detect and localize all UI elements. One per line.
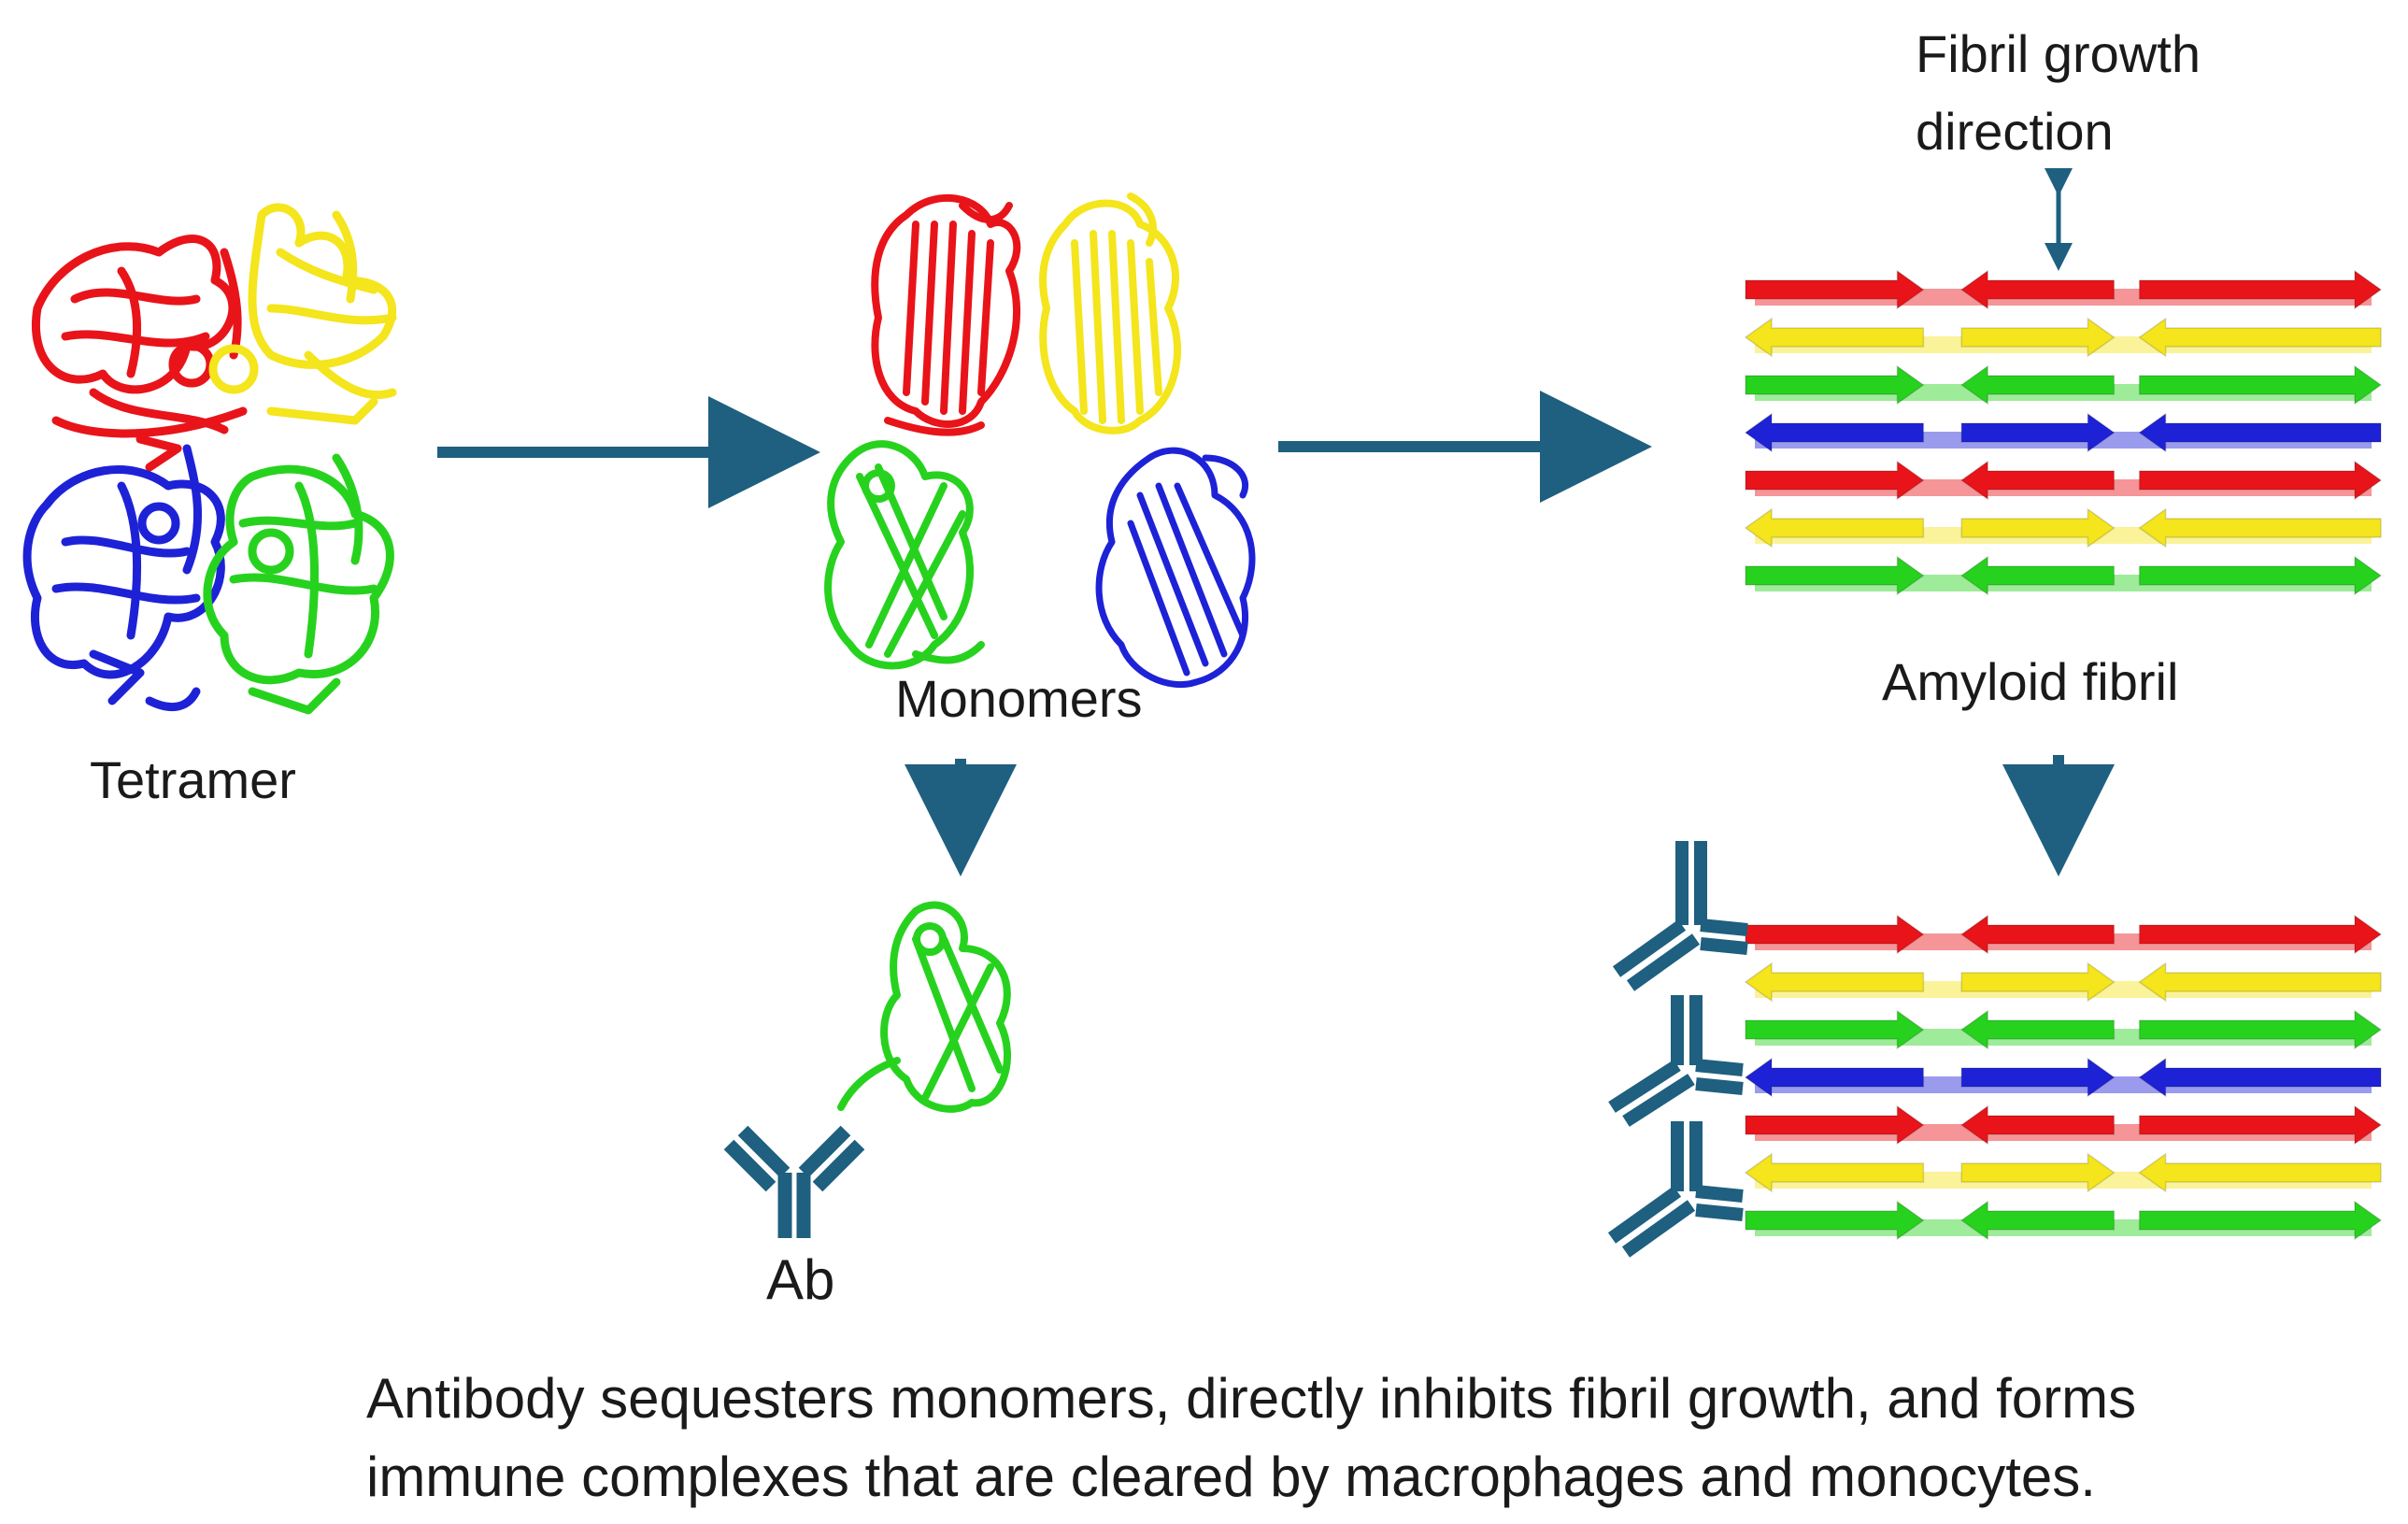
fibril-layer-yellow [1744, 1152, 2382, 1193]
antibody-icon [1608, 995, 1744, 1127]
tetramer-blue-subunit [22, 444, 225, 712]
caption-line-1: Antibody sequesters monomers, directly i… [366, 1367, 2137, 1430]
fibril-layer-yellow [1744, 961, 2382, 1003]
fibril-layer-red [1745, 1104, 2383, 1146]
antibody-icon [1607, 1121, 1744, 1258]
fibril-layer-green [1745, 1200, 2383, 1241]
tetramer-yellow-subunit [208, 203, 397, 425]
monomers-label: Monomers [895, 669, 1143, 728]
amyloid-fibril [1744, 269, 2383, 596]
tetramer-structure [22, 203, 397, 715]
fibril-layer-green [1745, 555, 2383, 596]
monomer-blue [1095, 447, 1256, 689]
fibril-layer-green [1745, 364, 2383, 406]
antibody-bound-fibril [1744, 914, 2383, 1241]
caption-line-2: immune complexes that are cleared by mac… [366, 1446, 2096, 1508]
fibril-direction-label-line1: Fibril growth [1916, 24, 2201, 83]
tetramer-label: Tetramer [90, 750, 296, 809]
fibril-direction-label-line2: direction [1916, 102, 2114, 161]
antibody-label: Ab [766, 1248, 835, 1311]
tetramer-green-subunit [203, 453, 394, 715]
fibril-layer-green [1745, 1009, 2383, 1050]
antibody-monomer-complex [723, 901, 1011, 1238]
figure-caption: Antibody sequesters monomers, directly i… [366, 1360, 2375, 1517]
fibril-layer-yellow [1744, 317, 2382, 358]
monomer-yellow [1039, 192, 1181, 434]
fibril-layer-yellow [1744, 507, 2382, 548]
fibril-layer-red [1745, 269, 2383, 310]
antibody-icon [1612, 841, 1748, 991]
monomer-red [871, 193, 1021, 436]
antibody-icon [723, 1125, 865, 1238]
fibril-layer-red [1745, 914, 2383, 955]
fibril-layer-red [1745, 460, 2383, 501]
fibril-layer-blue [1744, 1057, 2382, 1098]
process-arrows [437, 391, 2115, 876]
amyloid-fibril-label: Amyloid fibril [1882, 652, 2179, 711]
bound-green-monomer [837, 901, 1011, 1113]
fibril-antibodies [1607, 841, 1748, 1258]
monomers-structures [824, 192, 1256, 689]
monomer-green [824, 440, 985, 670]
fibril-layer-blue [1744, 412, 2382, 453]
tetramer-red-subunit [32, 235, 248, 472]
